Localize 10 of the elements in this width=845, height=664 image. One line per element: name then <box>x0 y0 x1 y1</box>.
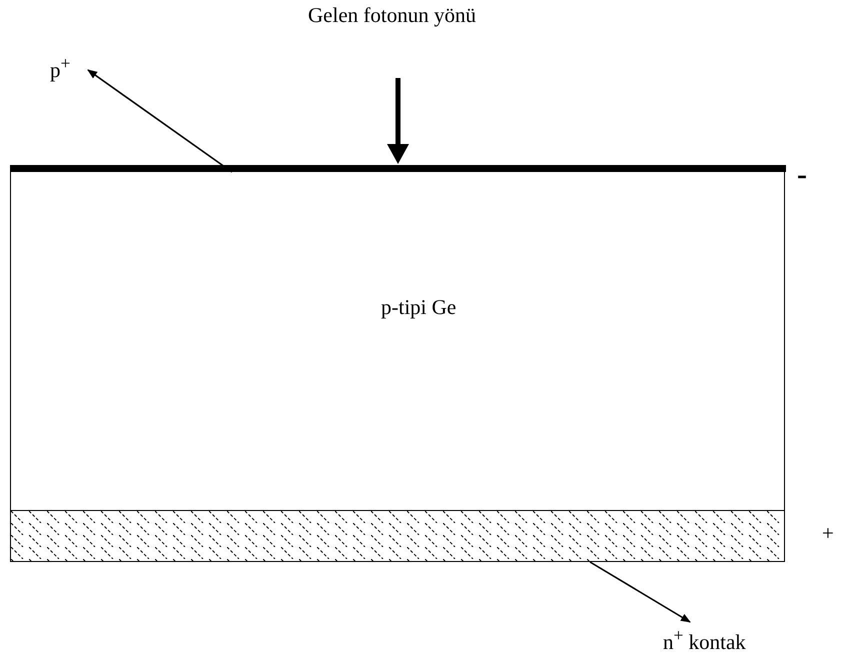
leader-line <box>590 561 691 623</box>
leader-line <box>87 69 232 173</box>
part-label: p$^{+}$ <box>50 54 70 82</box>
direction-label: Gelen fotonun yönü <box>308 4 476 28</box>
polarity-sign: - <box>797 158 807 191</box>
germanium-body <box>10 170 785 510</box>
contact-layer <box>10 510 785 562</box>
part-label: n$^{+}$ kontak <box>663 626 746 654</box>
material-label: p-tipi Ge <box>381 296 456 320</box>
polarity-sign: + <box>822 522 834 546</box>
